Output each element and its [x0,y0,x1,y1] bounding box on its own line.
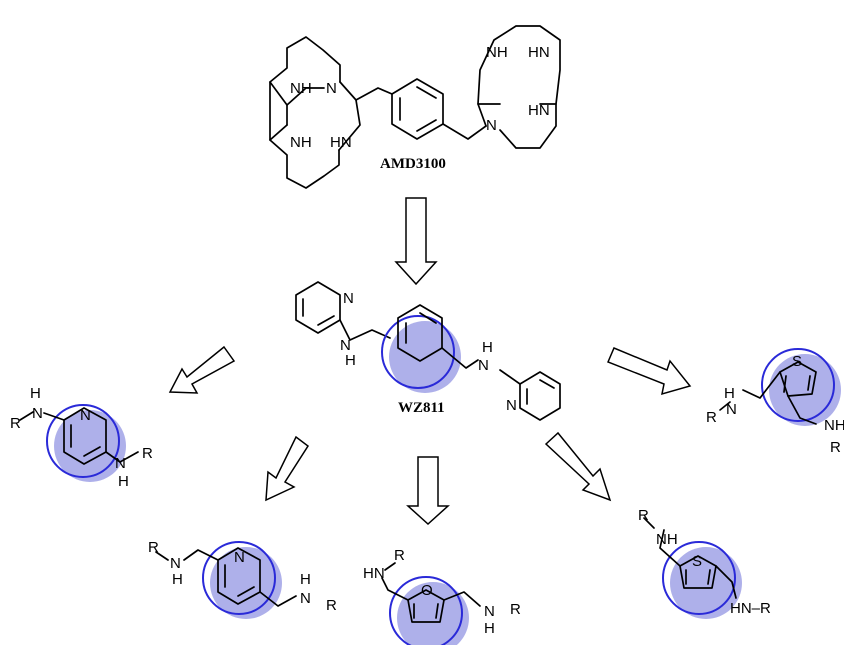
arrow-upper-left [168,345,236,394]
fragment-thiophene-34: S H N R NH R [706,348,844,456]
fragment-pyridine-bismethyl: R N H N H N R [148,539,337,619]
fragment-pyridine-diamine: R H N N N H R [10,385,153,490]
atom-n-wz3: N [478,357,489,374]
atom-h-right1: H [724,385,735,402]
atom-n-1: N [326,80,337,97]
atom-nh-1: NH [290,80,312,97]
label-wz811: WZ811 [398,400,445,416]
highlight-ring-bottom-right [662,541,736,615]
atom-n-right1: N [726,401,737,418]
atom-h-left2: H [118,473,129,490]
atom-hnr-br2: HN–R [730,600,771,617]
atom-hn-1: HN [330,134,352,151]
atom-r-bl1: R [148,539,159,556]
atom-r-left1: R [10,415,21,432]
atom-r-fur1: R [394,547,405,564]
atom-n-wz1: N [343,290,354,307]
atom-n-left-ring: N [80,407,91,424]
fragment-furan: HN R O N H R [363,547,521,645]
highlight-ring-right [761,348,835,422]
atom-n-wz2: N [340,337,351,354]
atom-nh-right2: NH [824,417,844,434]
atom-n-wz4: N [506,397,517,414]
atom-h-left1: H [30,385,41,402]
arrow-lower-right [544,431,612,502]
highlight-ring-left [46,404,120,478]
atom-n-left2: N [115,455,126,472]
atom-o-fur: O [421,582,433,599]
atom-r-right2: R [830,439,841,456]
fragment-thiophene-25: R NH S HN–R [638,507,771,619]
arrow-down-main [394,197,438,286]
atom-h-bl2: H [300,571,311,588]
atom-n-left1: N [32,405,43,422]
atom-nh-3: NH [486,44,508,61]
atom-r-fur2: R [510,601,521,618]
atom-s-br: S [692,553,702,570]
atom-hn-2: HN [528,44,550,61]
atom-nh-2: NH [290,134,312,151]
atom-s-right: S [792,353,802,370]
atom-r-left2: R [142,445,153,462]
arrow-upper-right [607,347,692,396]
atom-nh-br1: NH [656,531,678,548]
atom-hn-fur1: HN [363,565,385,582]
atom-h-wz2: H [345,352,356,369]
arrow-down-center [406,456,450,526]
atom-n-2: N [486,117,497,134]
amd3100-structure: NH N NH HN NH HN N HN AMD3100 [269,25,561,189]
atom-n-bl2: N [300,590,311,607]
highlight-ring-bottom-left [202,541,276,615]
highlight-ring-wz811 [381,315,455,389]
label-amd3100: AMD3100 [380,156,446,172]
highlight-ring-bottom-center [389,576,463,645]
atom-hn-3: HN [528,102,550,119]
atom-r-bl2: R [326,597,337,614]
wz811-structure: N N H H N N WZ811 [295,281,561,421]
atom-n-bl-ring: N [234,549,245,566]
atom-r-right1: R [706,409,717,426]
atom-n-bl1: N [170,555,181,572]
atom-r-br1: R [638,507,649,524]
atom-h-fur2: H [484,620,495,637]
atom-h-bl1: H [172,571,183,588]
atom-h-wz3: H [482,339,493,356]
atom-n-fur2: N [484,603,495,620]
arrow-lower-left [265,435,310,502]
